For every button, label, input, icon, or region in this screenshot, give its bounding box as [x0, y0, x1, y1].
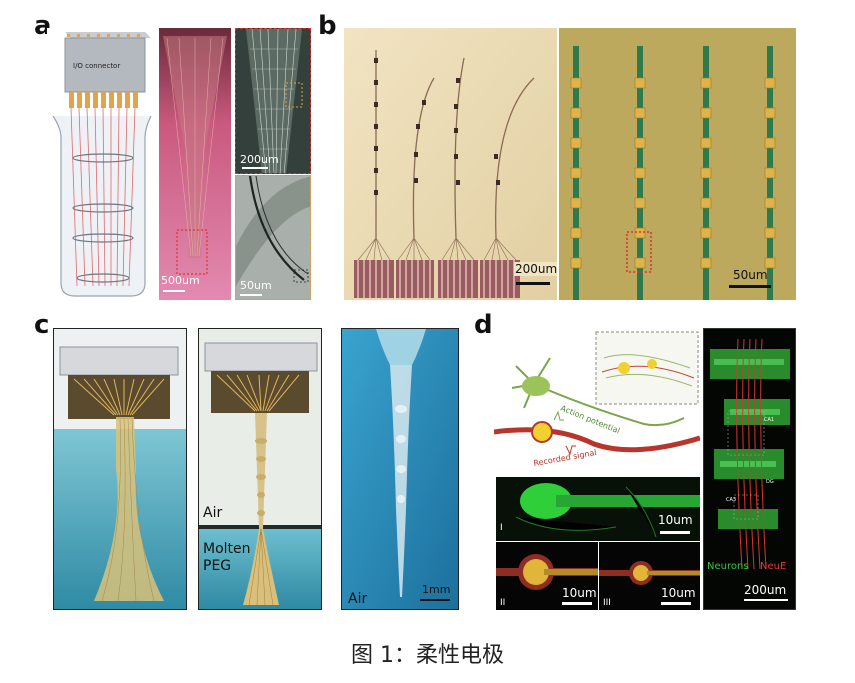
scalebar-10um-ii: 10um: [562, 586, 597, 600]
recorded-signal-label: Recorded signal: [533, 448, 597, 468]
roman-i: I: [500, 523, 503, 533]
action-potential-label: Action potential: [559, 404, 621, 436]
panel-c-mid: Air Molten PEG: [198, 328, 322, 610]
panel-b-left: 200um: [344, 28, 557, 300]
panel-letter-d: d: [474, 310, 493, 340]
scalebar-10um-iii: 10um: [661, 586, 696, 600]
scalebar-200um: 200um: [240, 153, 279, 166]
scalebar-1mm: 1mm: [422, 583, 451, 596]
scalebar-50um-a: 50um: [240, 279, 272, 292]
region-dg: DG: [766, 479, 774, 485]
panel-d-fluor-i: I 10um: [496, 477, 700, 541]
region-ca3: CA3: [726, 497, 737, 503]
io-connector-label: I/O connector: [73, 62, 121, 70]
panel-a-inset-bottom: 50um: [235, 175, 311, 300]
label-molten-peg: Molten PEG: [203, 541, 251, 574]
panel-letter-c: c: [34, 310, 50, 340]
panel-d-ii: II 10um: [496, 542, 598, 610]
panel-a-photo: 500um: [159, 28, 231, 300]
legend-neue: NeuE: [760, 561, 787, 572]
panel-letter-b: b: [318, 11, 337, 41]
roman-ii: II: [500, 598, 506, 608]
panel-b-right: 50um: [559, 28, 796, 300]
scalebar-200um-b: 200um: [514, 262, 557, 276]
scalebar-50um-b: 50um: [733, 268, 768, 282]
label-air-mid: Air: [203, 505, 223, 521]
scalebar-500um: 500um: [161, 274, 200, 287]
panel-d-schematic: Action potential Recorded signal: [494, 328, 700, 476]
panel-d-volume: CA1 DG CA3 Neurons NeuE 200um: [703, 328, 796, 610]
panel-a-inset-top: 200um: [235, 28, 311, 174]
scalebar-10um-i: 10um: [658, 513, 693, 527]
label-air-right: Air: [348, 591, 368, 607]
panel-d-iii: III 10um: [599, 542, 700, 610]
roman-iii: III: [603, 598, 611, 608]
figure-caption: 图 1：柔性电极: [351, 643, 504, 668]
legend-neurons: Neurons: [707, 561, 749, 572]
panel-c-left: [53, 328, 187, 610]
panel-c-right: Air 1mm: [341, 328, 459, 610]
region-ca1: CA1: [764, 417, 775, 423]
scalebar-200um-d: 200um: [744, 583, 787, 597]
panel-a-schematic: I/O connector: [47, 28, 155, 300]
